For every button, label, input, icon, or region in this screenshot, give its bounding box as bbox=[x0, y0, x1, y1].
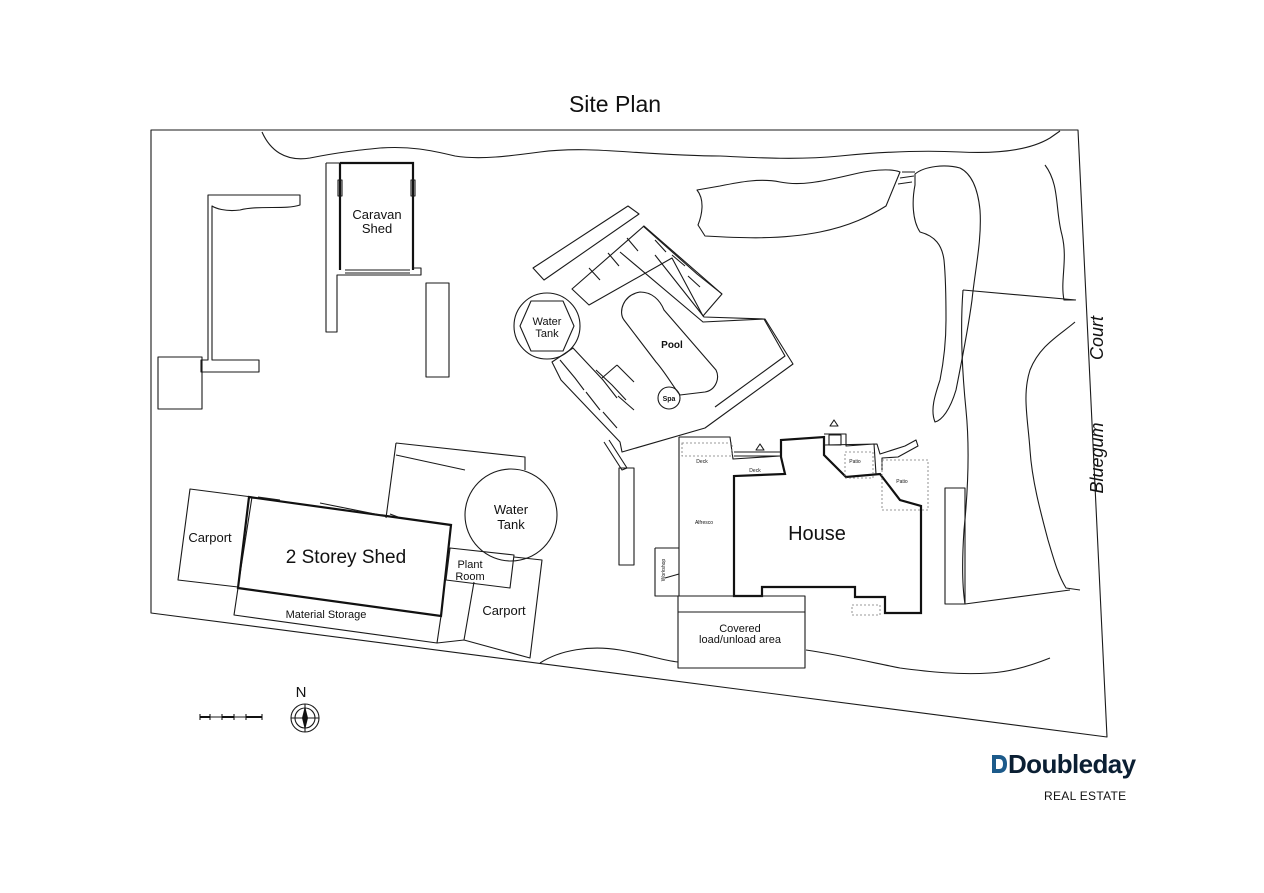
caravan-shed-label-1: Caravan bbox=[352, 207, 401, 222]
plant-room-label-2: Room bbox=[455, 571, 484, 583]
deck-label-2: Deck bbox=[749, 468, 761, 474]
garden-edge-top bbox=[261, 130, 1061, 160]
two-storey-shed-label: 2 Storey Shed bbox=[286, 547, 406, 568]
doubleday-logo-mark-icon bbox=[992, 755, 1007, 773]
garden-bed-right bbox=[912, 165, 981, 423]
alfresco-label: Alfresco bbox=[695, 520, 713, 526]
material-storage-label: Material Storage bbox=[286, 609, 367, 621]
patio-label-1: Patio bbox=[849, 459, 861, 465]
small-shed-left bbox=[157, 356, 203, 410]
covered-label-1: Covered bbox=[719, 623, 761, 635]
deck-label-1: Deck bbox=[696, 459, 708, 465]
caravan-shed-label-2: Shed bbox=[362, 221, 392, 236]
caravan-shed: Caravan Shed bbox=[325, 161, 422, 333]
shed-complex: Carport 2 Storey Shed Material Storage P… bbox=[177, 442, 543, 659]
water-tank-large-label-2: Tank bbox=[497, 517, 525, 532]
plant-room-label-1: Plant bbox=[457, 559, 482, 571]
garden-box-right bbox=[944, 487, 966, 605]
water-tank-label-1: Water bbox=[533, 316, 562, 328]
pool-label: Pool bbox=[661, 340, 683, 351]
water-tank-large-label-1: Water bbox=[494, 502, 529, 517]
brand-name: Doubleday bbox=[1008, 749, 1136, 779]
garden-edge-bottom bbox=[539, 647, 1051, 675]
water-tank-large: Water Tank bbox=[464, 468, 558, 562]
property-boundary bbox=[150, 129, 1108, 738]
compass-icon: N bbox=[290, 684, 320, 733]
water-tank-label-2: Tank bbox=[535, 328, 559, 340]
carport-left-label: Carport bbox=[188, 530, 232, 545]
water-tank-hexagon: Water Tank bbox=[513, 292, 581, 360]
scale-bar-icon bbox=[199, 714, 263, 720]
patio-label-2: Patio bbox=[896, 479, 908, 485]
driveway bbox=[961, 289, 1077, 605]
storage-bin bbox=[425, 282, 450, 378]
spa-label: Spa bbox=[663, 396, 676, 403]
brand-logo: Doubleday REAL ESTATE bbox=[988, 749, 1148, 809]
garden-edge-street bbox=[1025, 321, 1081, 591]
carport-right-label: Carport bbox=[482, 603, 526, 618]
fence-structure-left bbox=[200, 194, 301, 373]
garden-bed-top-right bbox=[696, 169, 901, 239]
street-name-bluegum: Bluegum bbox=[1087, 422, 1107, 493]
workshop-label: Workshop bbox=[661, 559, 667, 582]
house: Deck Deck Alfresco House Patio Patio Wor… bbox=[654, 419, 929, 669]
brand-subtitle: REAL ESTATE bbox=[1044, 789, 1127, 803]
street-name-court: Court bbox=[1087, 315, 1107, 360]
site-plan-title: Site Plan bbox=[569, 91, 661, 117]
covered-label-2: load/unload area bbox=[699, 634, 782, 646]
garden-edge-right bbox=[1044, 164, 1075, 301]
house-label: House bbox=[788, 523, 846, 545]
garden-path bbox=[897, 171, 915, 185]
compass-north-label: N bbox=[296, 684, 307, 701]
pool-area: Pool Spa bbox=[532, 205, 794, 566]
